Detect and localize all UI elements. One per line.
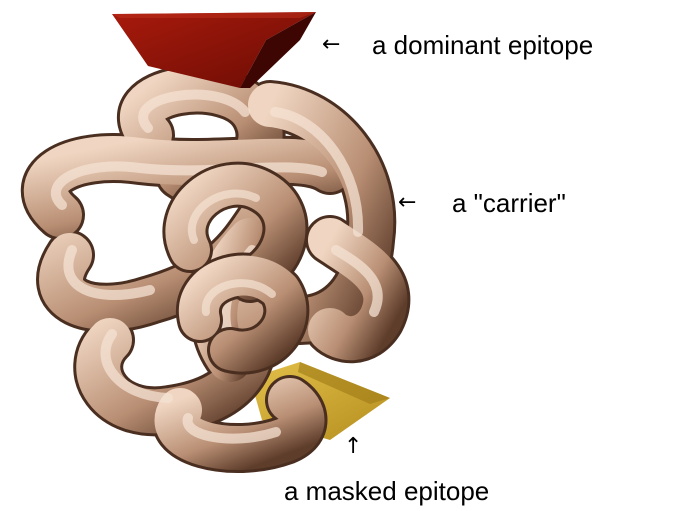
carrier-arrow-icon: ←: [398, 192, 416, 214]
masked-epitope-arrow-icon: ↑: [344, 436, 362, 458]
masked-epitope-label: a masked epitope: [284, 478, 489, 504]
dominant-epitope-shape: [112, 12, 316, 88]
dominant-epitope-arrow-icon: ←: [322, 34, 340, 56]
carrier-label: a "carrier": [452, 190, 566, 216]
dominant-epitope-label: a dominant epitope: [372, 32, 593, 58]
